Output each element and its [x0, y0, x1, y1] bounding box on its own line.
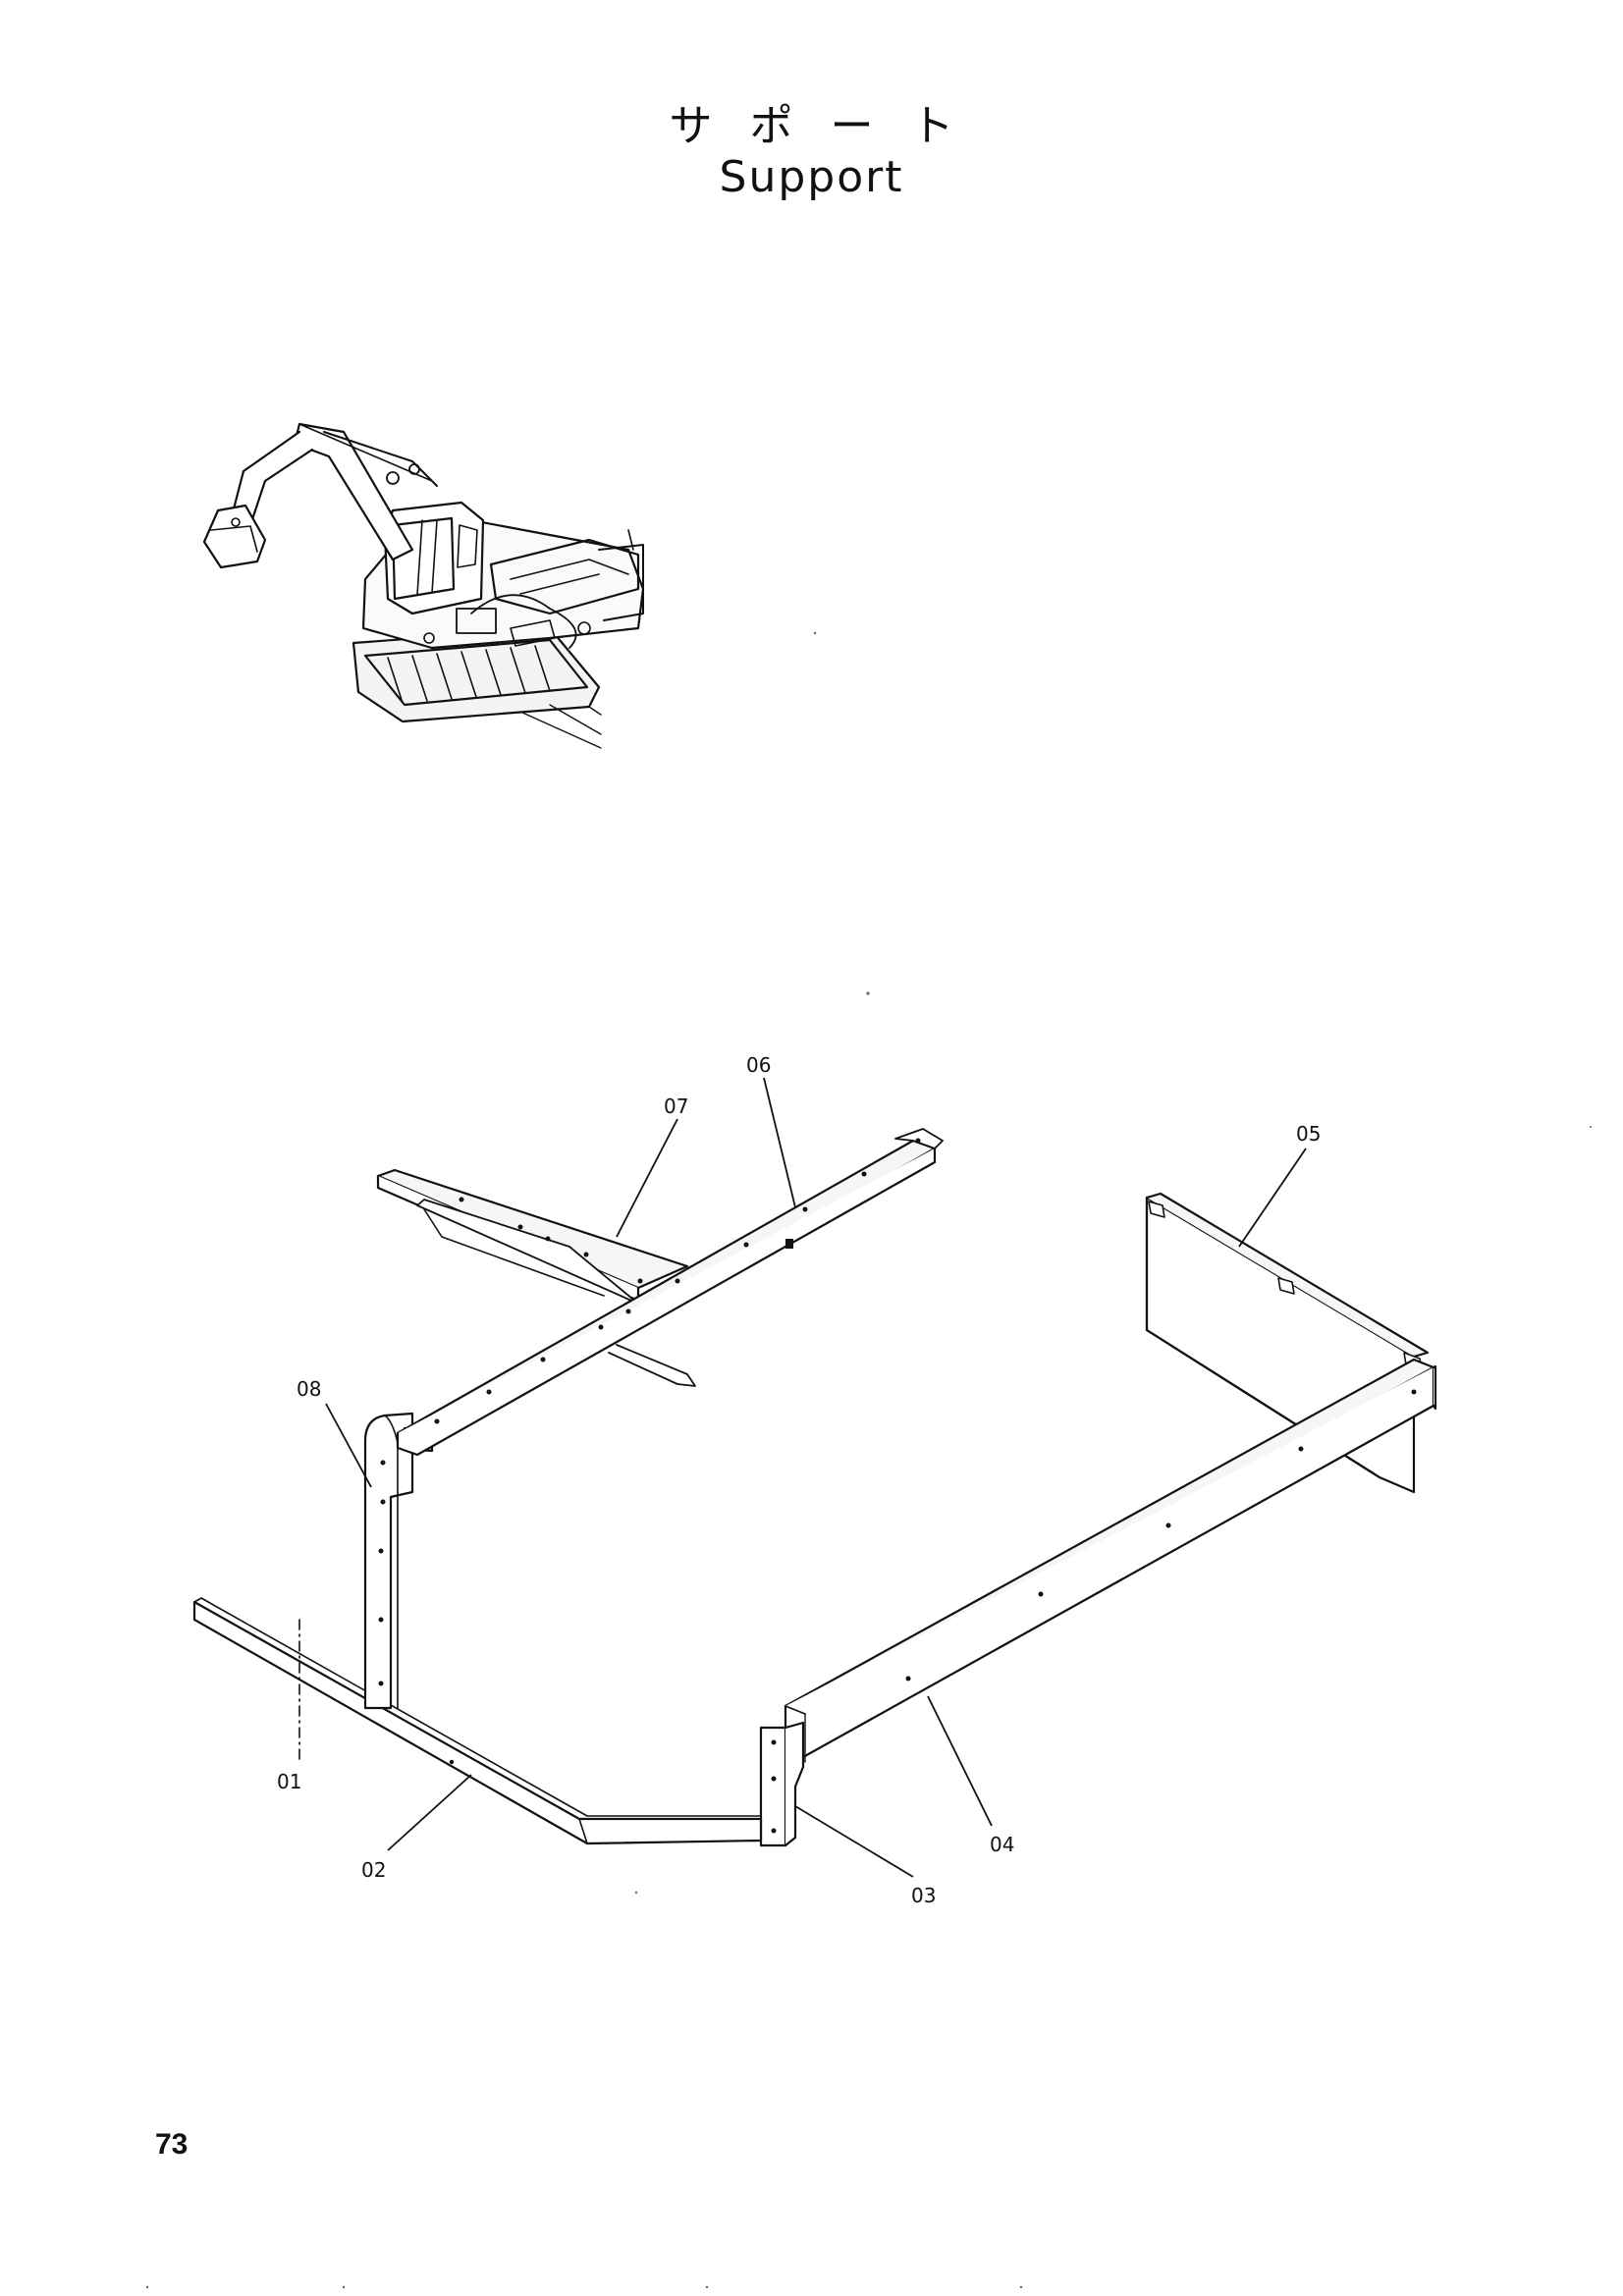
part-08-vertical-post: [363, 1412, 434, 1710]
leader-lines: [325, 1077, 1307, 1878]
support-assembly: [192, 1128, 1437, 1847]
callout-07: 07: [664, 1095, 688, 1118]
scan-specks: [145, 631, 1592, 2289]
excavator-illustration: [202, 422, 645, 749]
part-04-right-rail: [784, 1358, 1437, 1769]
page-title-english: Support: [719, 152, 904, 202]
page-number: 73: [155, 2128, 189, 2161]
callout-08: 08: [297, 1377, 321, 1401]
part-02-front-frame: [192, 1597, 763, 1845]
part-03-corner-bracket: [759, 1721, 805, 1847]
callout-04: 04: [990, 1833, 1014, 1856]
page-title-japanese: サポート: [669, 101, 992, 151]
callout-labels: 01 02 03 04 05 06 07 08: [277, 1053, 1321, 1907]
callout-01: 01: [277, 1770, 301, 1793]
callout-02: 02: [361, 1858, 386, 1882]
callout-05: 05: [1296, 1122, 1321, 1146]
part-07-support-plate: [376, 1168, 689, 1305]
callout-06: 06: [746, 1053, 771, 1077]
part-06-cross-channel: [396, 1128, 944, 1457]
callout-03: 03: [911, 1884, 936, 1907]
